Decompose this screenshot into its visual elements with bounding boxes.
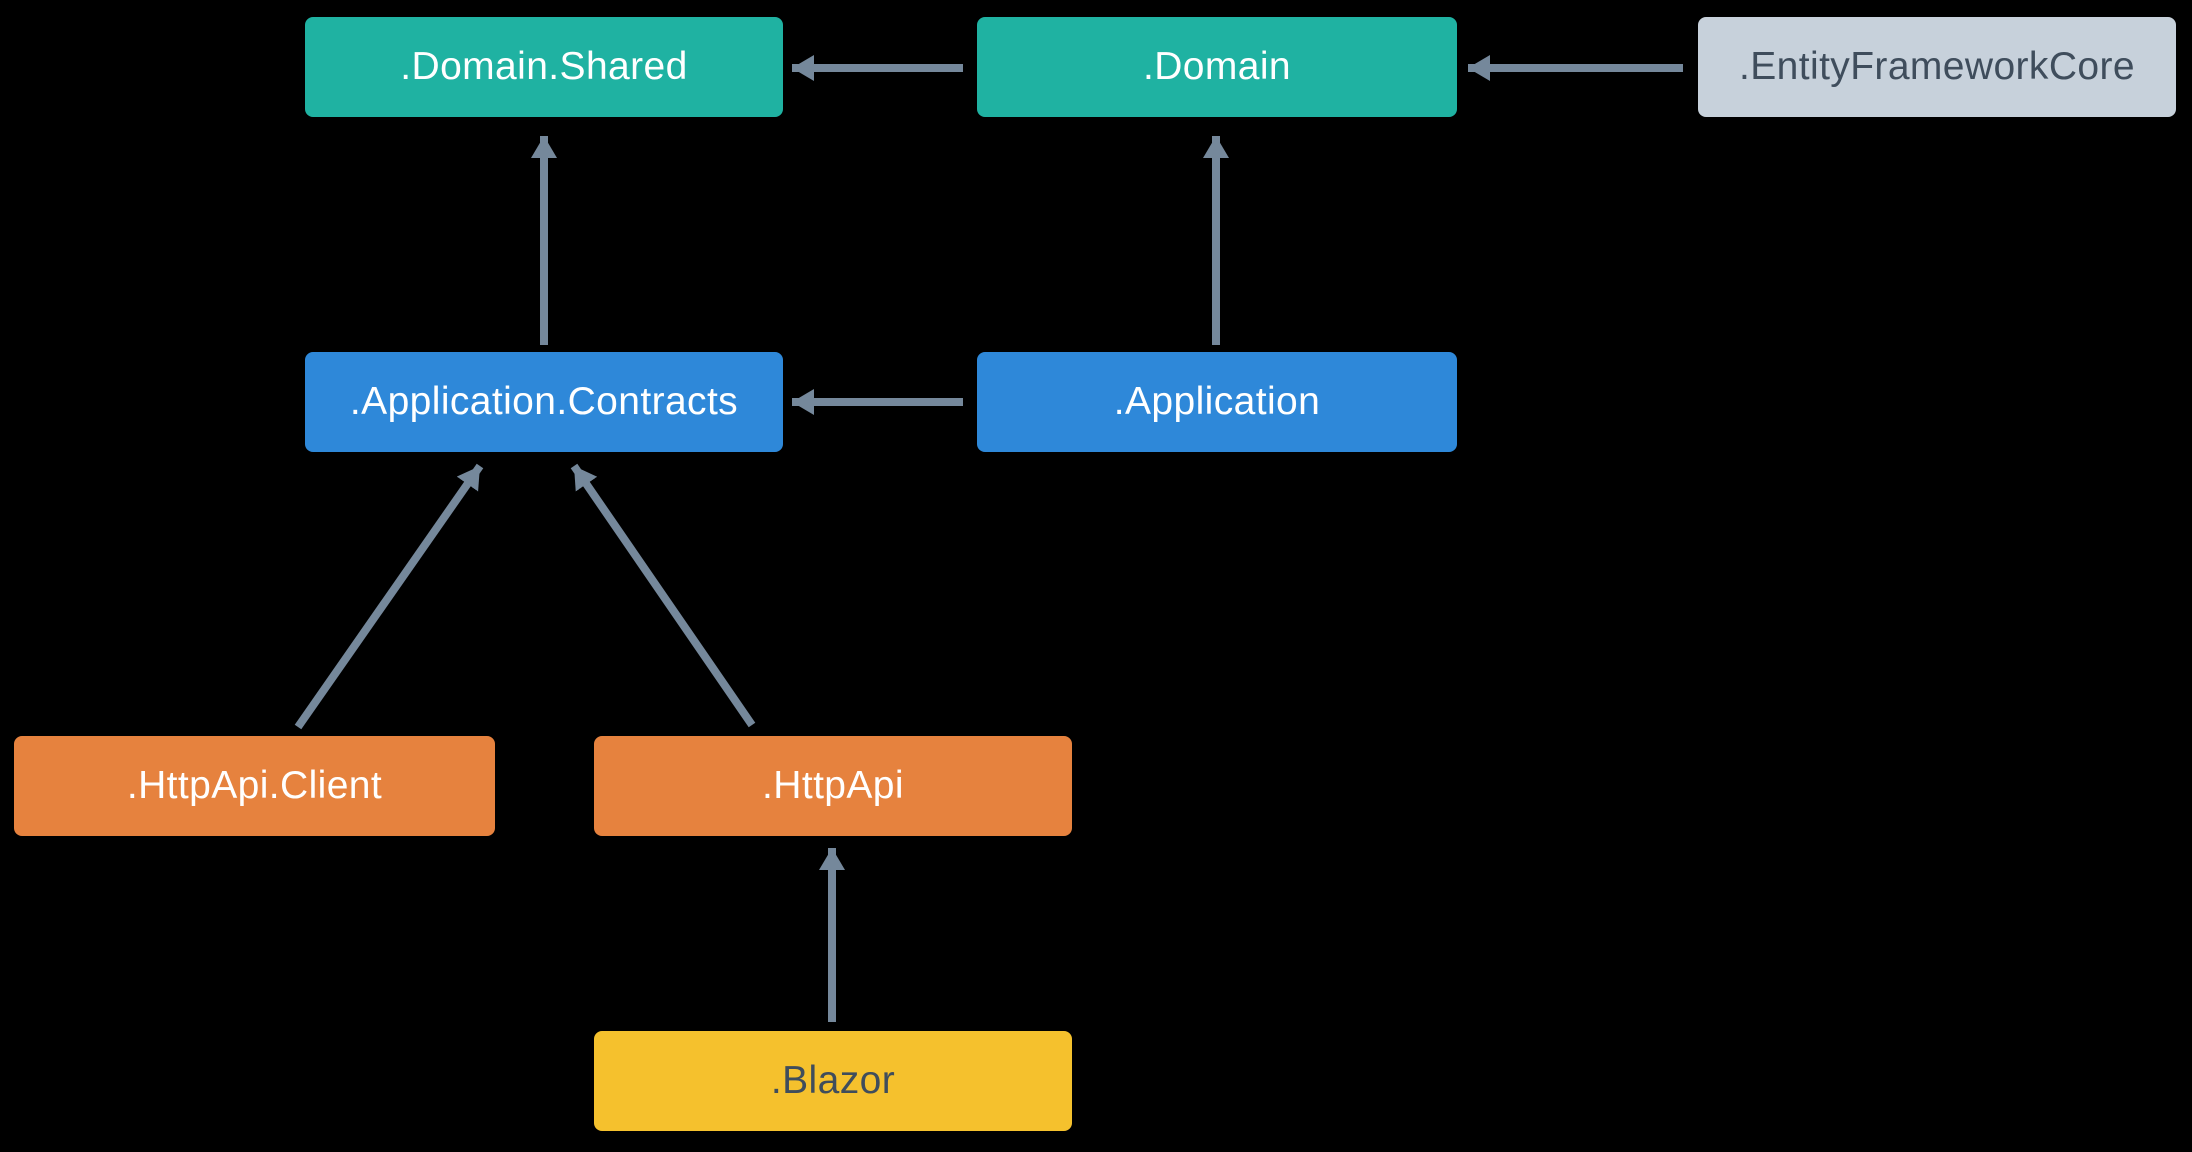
node-application: .Application [977, 352, 1457, 452]
node-entity-framework-core: .EntityFrameworkCore [1698, 17, 2176, 117]
arrow-httpapi-client-to-application-contracts [294, 463, 484, 730]
arrow-httpapi-to-application-contracts [570, 463, 756, 728]
node-domain-shared: .Domain.Shared [305, 17, 783, 117]
node-blazor: .Blazor [594, 1031, 1072, 1131]
node-application-contracts: .Application.Contracts [305, 352, 783, 452]
node-domain: .Domain [977, 17, 1457, 117]
node-httpapi: .HttpApi [594, 736, 1072, 836]
node-httpapi-client: .HttpApi.Client [14, 736, 495, 836]
